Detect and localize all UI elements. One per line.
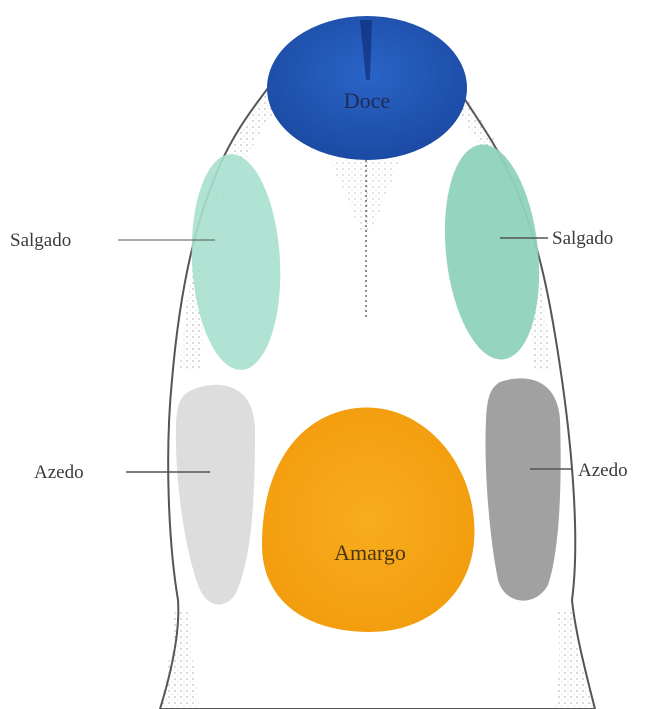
amargo-label: Amargo — [334, 540, 406, 565]
azedo-right-label: Azedo — [578, 460, 628, 481]
salgado-right-label: Salgado — [552, 228, 613, 249]
salgado-left-label: Salgado — [10, 230, 71, 251]
azedo-left-label: Azedo — [34, 462, 84, 483]
doce-label: Doce — [344, 88, 390, 113]
azedo-right-region — [486, 378, 561, 600]
